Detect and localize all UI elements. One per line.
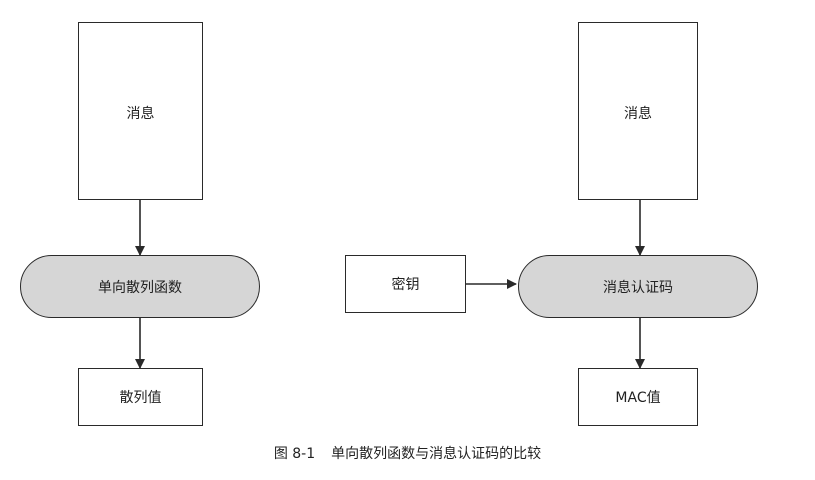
left-message-box: 消息	[78, 22, 203, 200]
left-hash-value-label: 散列值	[119, 390, 162, 406]
right-message-box: 消息	[578, 22, 698, 200]
left-hash-function-label: 单向散列函数	[98, 279, 182, 296]
figure-title: 单向散列函数与消息认证码的比较	[331, 446, 542, 462]
right-message-label: 消息	[624, 106, 652, 122]
left-message-label: 消息	[126, 106, 155, 122]
key-label: 密钥	[391, 277, 420, 293]
figure-caption: 图 8-1 单向散列函数与消息认证码的比较	[0, 443, 815, 463]
mac-function-label: 消息认证码	[603, 279, 673, 296]
left-hash-function: 单向散列函数	[20, 255, 260, 318]
mac-value-label: MAC值	[615, 390, 661, 406]
figure-number: 图 8-1	[273, 446, 316, 462]
mac-value-box: MAC值	[578, 368, 698, 426]
mac-function: 消息认证码	[518, 255, 758, 318]
left-hash-value-box: 散列值	[78, 368, 203, 426]
key-box: 密钥	[345, 255, 466, 313]
